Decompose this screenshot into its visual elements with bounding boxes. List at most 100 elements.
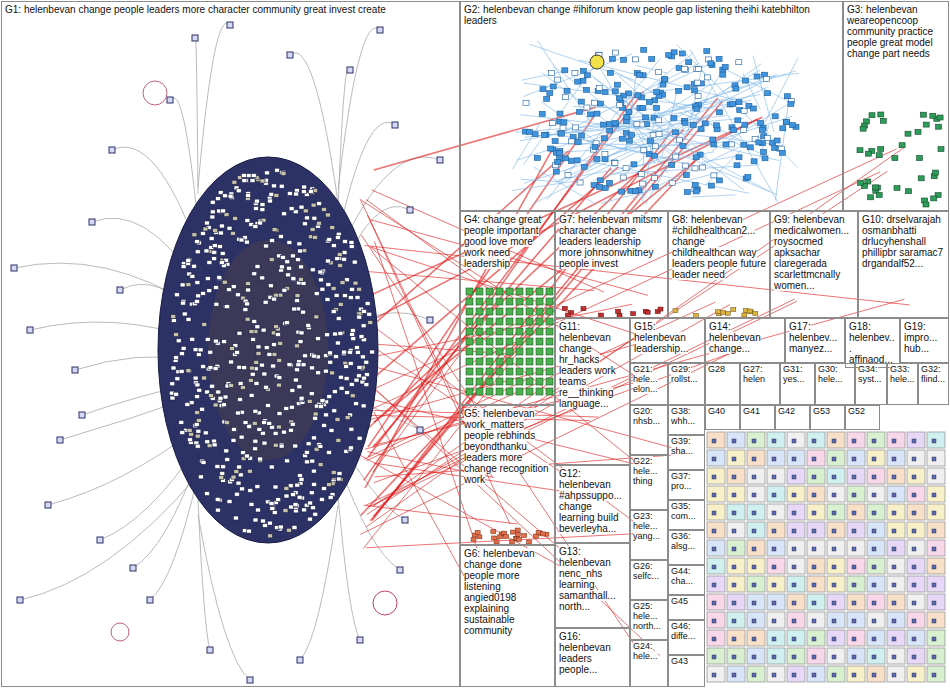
outer-vertex [17,597,23,603]
blue-vertex [774,138,780,143]
grid-vertex [466,338,473,345]
grey-edge [198,23,230,187]
blue-edge [542,73,668,168]
vertex [289,405,294,409]
outer-vertex [72,367,78,373]
blue-vertex [584,105,590,110]
grid-vertex [506,378,513,385]
orange-vertex [494,540,499,544]
blue-vertex [544,96,550,101]
tiny-vertex [812,457,816,461]
tiny-group [887,594,905,610]
vertex [220,472,225,476]
tiny-group [867,486,885,502]
outer-vertex [392,122,398,128]
group-box: G53 [810,405,845,430]
vertex [338,331,343,335]
group-label: G25: hele... north... [633,601,661,631]
vertex [295,483,300,487]
vertex [195,240,200,244]
blue-vertex [540,87,546,92]
blue-vertex [620,175,626,180]
grey-edge [150,475,198,600]
tiny-group [767,432,785,448]
tiny-group [707,558,725,574]
vertex [205,492,210,496]
blue-vertex [662,77,668,82]
blue-vertex [681,66,687,71]
yellow-vertex [673,309,678,313]
tiny-vertex [852,619,856,623]
tiny-vertex [872,655,876,659]
vertex [229,360,234,364]
tiny-group [747,522,765,538]
vertex [299,477,304,481]
vertex [328,360,333,364]
tiny-vertex [812,655,816,659]
tiny-group [727,468,745,484]
vertex [301,310,306,314]
vertex [292,526,297,530]
group-label: G11: helenbevan change hr_hacks leaders … [559,321,616,409]
blue-edge [560,70,760,184]
vertex [179,369,184,373]
vertex [287,363,292,367]
tiny-group [867,504,885,520]
tiny-group [847,540,865,556]
vertex [269,258,274,262]
vertex [344,377,349,381]
group-label: G41 [743,406,760,416]
tiny-group [847,666,865,682]
vertex [310,366,315,370]
vertex [255,485,260,489]
vertex [286,528,291,532]
grey-edges [14,23,440,680]
tiny-vertex [792,637,796,641]
tiny-vertex [892,619,896,623]
yellow-vertex [731,307,736,311]
grid-vertex [526,368,533,375]
tiny-vertex [932,655,936,659]
vertex [323,369,328,373]
red-vertex [645,310,650,314]
tiny-group [747,540,765,556]
vertex [352,260,357,264]
blue-vertex [735,118,741,123]
blue-vertex [784,94,790,99]
tiny-vertex [812,529,816,533]
tiny-vertex [872,619,876,623]
blue-vertex [560,125,566,130]
blue-edge [555,95,761,132]
vertex [257,427,262,431]
vertex [245,302,250,306]
tiny-vertex [912,475,916,479]
tiny-vertex [712,511,716,515]
grid-vertex [516,348,523,355]
tiny-vertex [892,457,896,461]
grid-vertex [496,328,503,335]
tiny-vertex [752,619,756,623]
tiny-group [847,486,865,502]
tiny-group [767,666,785,682]
blue-vertex [646,100,652,105]
blue-vertex [572,125,578,130]
outer-vertex [347,67,353,73]
vertex [299,396,304,400]
blue-edge [559,152,714,180]
vertex [179,352,184,356]
grid-vertex [546,328,553,335]
vertex [261,328,266,332]
tiny-group [787,468,805,484]
vertex [307,399,312,403]
blue-vertex [683,173,689,178]
outer-vertex [192,35,198,41]
vertex [290,422,295,426]
tiny-group [847,558,865,574]
vertex [241,173,246,177]
vertex [262,421,267,425]
blue-vertex [717,110,723,115]
grid-vertex [466,348,473,355]
vertex [218,396,223,400]
vertex [237,465,242,469]
vertex [225,421,230,425]
